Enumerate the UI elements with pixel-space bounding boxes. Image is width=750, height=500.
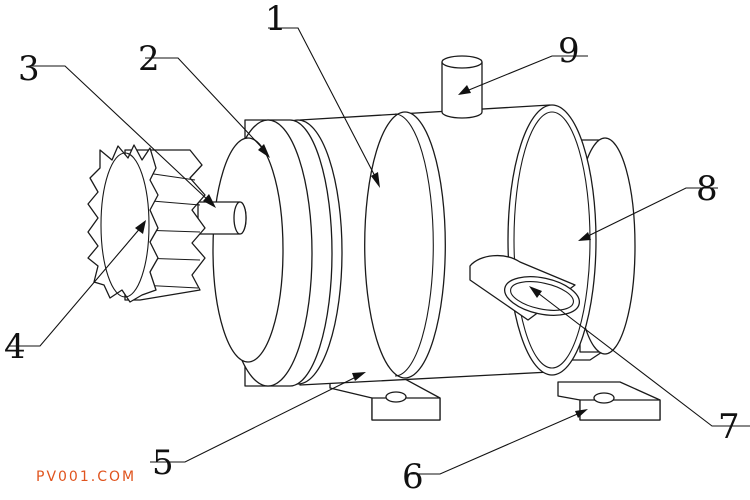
right-foot-bolt-hole [593, 392, 615, 404]
front-flange [212, 119, 333, 387]
leader-lines [8, 27, 750, 475]
left-foot-bolt-hole [385, 391, 407, 403]
callout-7: 7 [718, 407, 740, 447]
arrowhead-2 [258, 144, 270, 158]
arrowhead-5 [352, 372, 366, 381]
callout-5: 5 [152, 443, 174, 483]
callout-9: 9 [558, 31, 580, 71]
arrowhead-1 [371, 172, 380, 188]
leader-line-1 [268, 27, 379, 183]
leader-line-2 [145, 57, 267, 153]
leader-line-8 [583, 187, 718, 239]
leader-line-9 [463, 55, 588, 93]
leader-line-5 [150, 374, 361, 463]
callout-4: 4 [4, 327, 26, 367]
arrowhead-7 [529, 286, 542, 298]
callout-3: 3 [18, 49, 40, 89]
arrowhead-3 [203, 194, 216, 208]
leader-line-4 [8, 225, 143, 347]
arrowhead-9 [458, 85, 471, 95]
star-gear [87, 144, 206, 303]
watermark: PV001.COM [36, 469, 136, 485]
callout-8: 8 [696, 169, 718, 209]
arrowhead-8 [578, 232, 591, 241]
callout-6: 6 [402, 457, 424, 497]
callout-2: 2 [138, 39, 160, 79]
leader-line-7 [533, 289, 750, 427]
callout-1: 1 [265, 0, 287, 39]
callout-labels: 1 2 3 4 5 6 7 8 9 [4, 0, 740, 497]
leader-line-3 [30, 65, 211, 203]
arrowhead-4 [135, 220, 146, 234]
leader-line-6 [410, 411, 583, 475]
drive-shaft [197, 201, 247, 235]
top-port-pipe [441, 55, 483, 119]
arrowhead-6 [575, 409, 588, 418]
